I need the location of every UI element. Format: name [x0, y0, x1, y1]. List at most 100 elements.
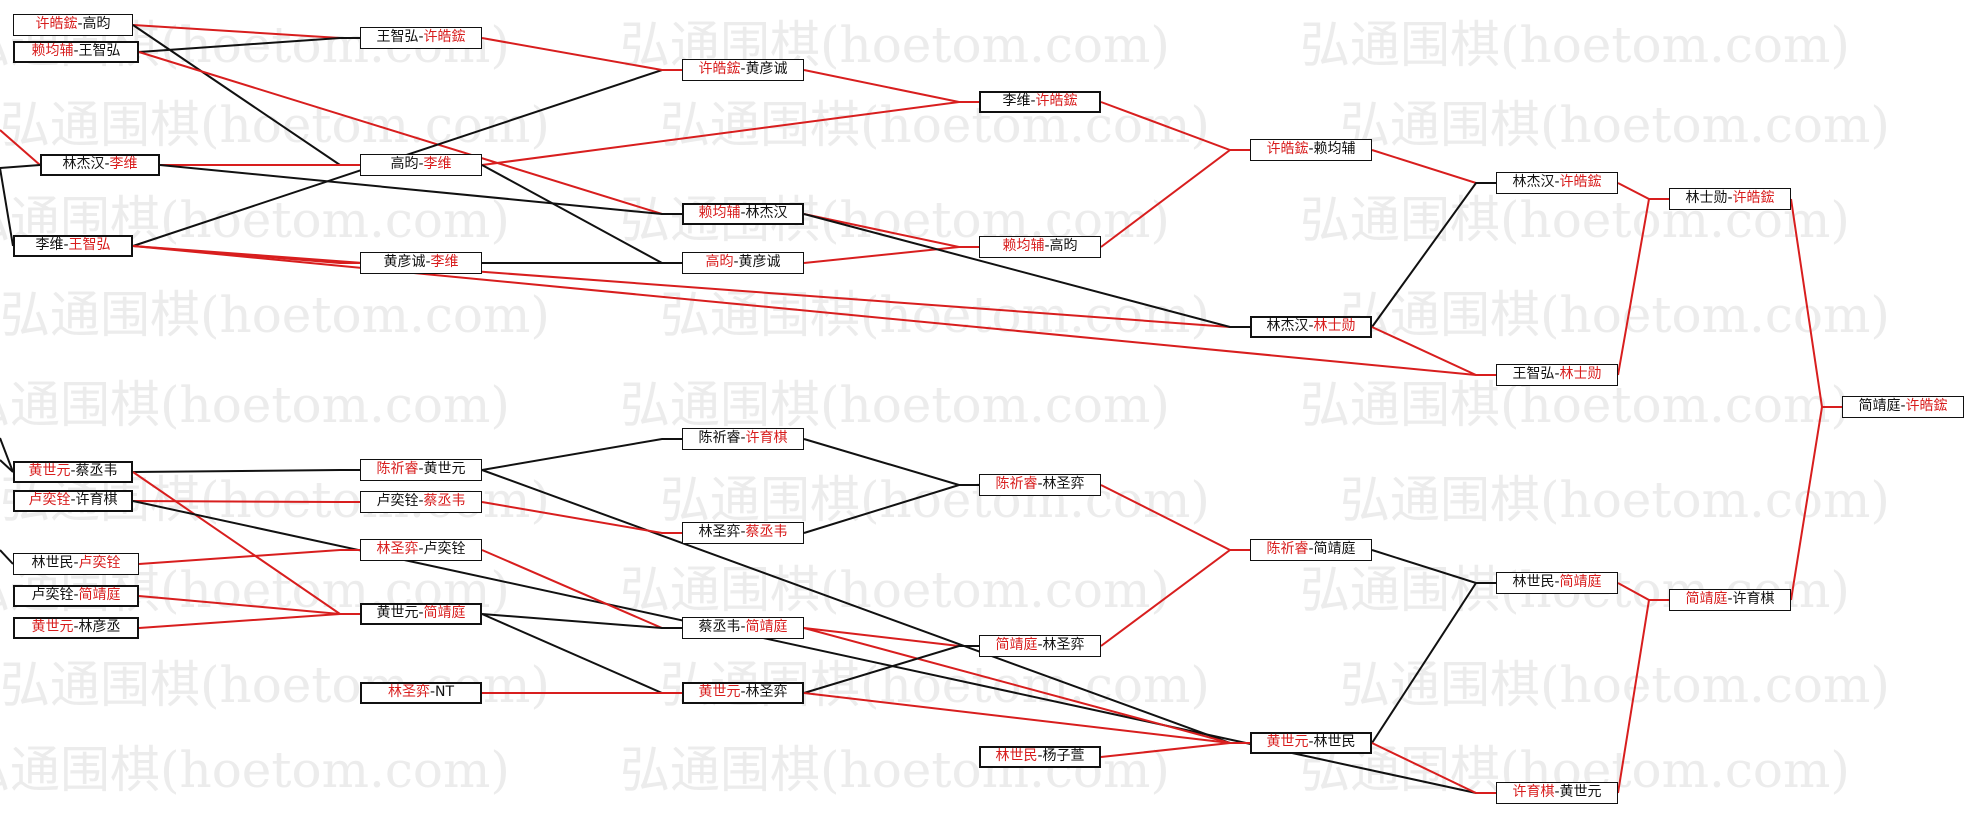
vs-separator: -: [418, 29, 424, 45]
vs-separator: -: [1044, 238, 1050, 254]
player-name: 林世民: [1512, 574, 1555, 590]
match-box-r1-2[interactable]: 赖均辅-王智弘: [13, 41, 139, 63]
player-name: 高昀: [1049, 238, 1078, 254]
match-box-r3-7[interactable]: 黄世元-林圣弈: [682, 682, 804, 704]
player-name: 林世民: [1313, 734, 1356, 750]
bracket-connector: [0, 164, 41, 169]
match-box-r3-6[interactable]: 蔡丞韦-简靖庭: [682, 617, 804, 639]
player-name: 林士勋: [1559, 366, 1602, 382]
vs-separator: -: [1554, 366, 1560, 382]
player-name: 王智弘: [78, 43, 121, 59]
bracket-connector: [1100, 742, 1250, 758]
vs-separator: -: [73, 619, 79, 635]
match-box-r1-8[interactable]: 卢奕铨-简靖庭: [13, 585, 139, 607]
player-name: 许皓鋐: [1905, 398, 1948, 414]
match-box-r2-8[interactable]: 林圣弈-NT: [360, 682, 482, 704]
bracket-connector: [803, 213, 1250, 328]
match-box-r6-4[interactable]: 许育棋-黄世元: [1496, 782, 1618, 804]
vs-separator: -: [425, 254, 431, 270]
vs-separator: -: [1554, 174, 1560, 190]
match-box-r7-2[interactable]: 简靖庭-许育棋: [1669, 589, 1791, 611]
match-box-r1-6[interactable]: 卢奕铨-许育棋: [13, 490, 133, 512]
match-box-r2-3[interactable]: 黄彦诚-李维: [360, 252, 482, 274]
match-box-r6-3[interactable]: 林世民-简靖庭: [1496, 572, 1618, 594]
player-name: 李维: [1002, 93, 1031, 109]
player-name: 简靖庭: [1313, 541, 1356, 557]
player-name: 林圣弈: [745, 684, 788, 700]
player-name: 林杰汉: [1266, 318, 1309, 334]
player-name: 林圣弈: [387, 684, 430, 700]
match-box-r1-3[interactable]: 林杰汉-李维: [40, 154, 160, 176]
vs-separator: -: [104, 156, 110, 172]
bracket-connector: [0, 167, 14, 247]
match-box-r2-6[interactable]: 林圣弈-卢奕铨: [360, 539, 482, 561]
match-box-r3-2[interactable]: 赖均辅-林杰汉: [682, 203, 804, 225]
vs-separator: -: [429, 684, 436, 700]
vs-separator: -: [740, 524, 746, 540]
player-name: 卢奕铨: [31, 587, 74, 603]
vs-separator: -: [418, 541, 424, 557]
match-box-r4-3[interactable]: 陈祈睿-林圣弈: [979, 474, 1101, 496]
bracket-connector: [803, 213, 979, 248]
vs-separator: -: [70, 492, 76, 508]
match-box-r3-5[interactable]: 林圣弈-蔡丞韦: [682, 522, 804, 544]
player-name: 黄世元: [1266, 734, 1309, 750]
player-name: 林彦丞: [78, 619, 121, 635]
bracket-connector: [481, 469, 1250, 744]
player-name: 黄世元: [423, 461, 466, 477]
match-box-r8-1[interactable]: 简靖庭-许皓鋐: [1842, 396, 1964, 418]
player-name: 黄彦诚: [745, 61, 788, 77]
match-box-r3-3[interactable]: 高昀-黄彦诚: [682, 252, 804, 274]
match-box-r1-7[interactable]: 林世民-卢奕铨: [13, 553, 139, 575]
player-name: 许育棋: [75, 492, 118, 508]
match-box-r6-2[interactable]: 王智弘-林士勋: [1496, 364, 1618, 386]
player-name: 许皓鋐: [1266, 141, 1309, 157]
match-box-r2-7[interactable]: 黄世元-简靖庭: [360, 603, 482, 625]
match-box-r4-2[interactable]: 赖均辅-高昀: [979, 236, 1101, 258]
match-box-r5-1[interactable]: 许皓鋐-赖均辅: [1250, 139, 1372, 161]
bracket-connector: [803, 692, 1250, 744]
vs-separator: -: [418, 493, 424, 509]
vs-separator: -: [740, 619, 746, 635]
player-name: 卢奕铨: [423, 541, 466, 557]
match-box-r4-1[interactable]: 李维-许皓鋐: [979, 91, 1101, 113]
player-name: 黄世元: [31, 619, 74, 635]
match-box-r1-5[interactable]: 黄世元-蔡丞韦: [13, 461, 133, 483]
bracket-connector: [1100, 149, 1250, 248]
vs-separator: -: [73, 555, 79, 571]
match-box-r3-1[interactable]: 许皓鋐-黄彦诚: [682, 59, 804, 81]
vs-separator: -: [77, 16, 83, 32]
match-box-r6-1[interactable]: 林杰汉-许皓鋐: [1496, 172, 1618, 194]
bracket-connector: [1617, 182, 1669, 200]
match-box-r2-2[interactable]: 高昀-李维: [360, 154, 482, 176]
vs-separator: -: [73, 587, 79, 603]
player-name: 黄世元: [28, 463, 71, 479]
match-box-r5-3[interactable]: 陈祈睿-简靖庭: [1250, 539, 1372, 561]
match-box-r2-1[interactable]: 王智弘-许皓鋐: [360, 27, 482, 49]
match-box-r5-4[interactable]: 黄世元-林世民: [1250, 732, 1372, 754]
vs-separator: -: [63, 237, 69, 253]
player-name: 许皓鋐: [698, 61, 741, 77]
bracket-connector: [481, 37, 682, 71]
match-box-r1-1[interactable]: 许皓鋐-高昀: [13, 14, 133, 36]
vs-separator: -: [1900, 398, 1906, 414]
player-name: 蔡丞韦: [423, 493, 466, 509]
match-box-r1-9[interactable]: 黄世元-林彦丞: [13, 617, 139, 639]
player-name: 王智弘: [68, 237, 111, 253]
match-box-r5-2[interactable]: 林杰汉-林士勋: [1250, 316, 1372, 338]
vs-separator: -: [1308, 318, 1314, 334]
vs-separator: -: [1554, 784, 1560, 800]
vs-separator: -: [1727, 190, 1733, 206]
match-box-r4-4[interactable]: 简靖庭-林圣弈: [979, 635, 1101, 657]
match-box-r2-5[interactable]: 卢奕铨-蔡丞韦: [360, 491, 482, 513]
match-box-r7-1[interactable]: 林士勋-许皓鋐: [1669, 188, 1791, 210]
match-box-r3-4[interactable]: 陈祈睿-许育棋: [682, 428, 804, 450]
bracket-connector: [1371, 326, 1496, 376]
bracket-connector: [803, 69, 979, 103]
bracket-connector: [803, 246, 979, 264]
match-box-r2-4[interactable]: 陈祈睿-黄世元: [360, 459, 482, 481]
vs-separator: -: [73, 43, 79, 59]
match-box-r1-4[interactable]: 李维-王智弘: [13, 235, 133, 257]
match-box-r4-5[interactable]: 林世民-杨子萱: [979, 746, 1101, 768]
vs-separator: -: [740, 684, 746, 700]
